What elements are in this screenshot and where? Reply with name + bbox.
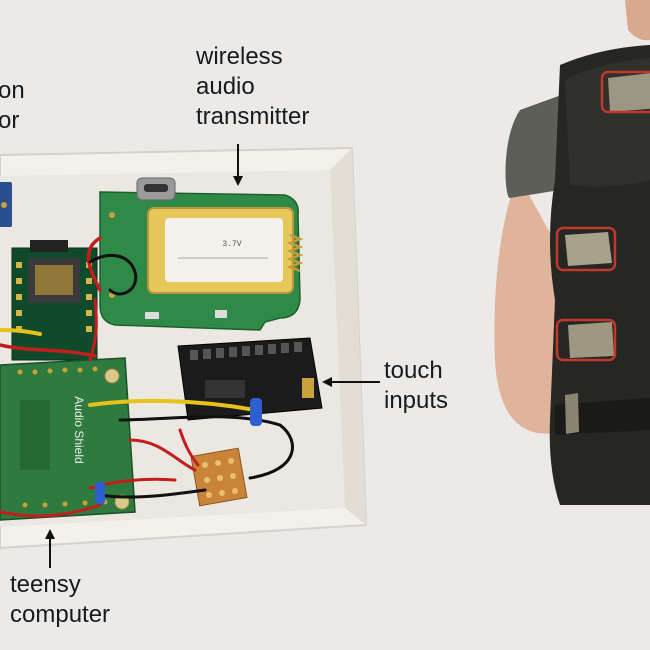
teensy-audio-shield: Audio Shield — [0, 357, 136, 521]
annotation-arrows — [45, 144, 380, 568]
label-sensor: on or — [0, 76, 25, 136]
label-touch-inputs: touch inputs — [384, 356, 448, 416]
label-sensor-line1: on — [0, 77, 25, 104]
sensor-module — [11, 240, 98, 361]
person-with-vest-photo — [494, 0, 650, 505]
label-wireless-line3: transmitter — [196, 103, 310, 130]
label-touch-line2: inputs — [384, 387, 449, 414]
battery-label-text: 3.7V — [222, 240, 241, 249]
touch-input-board — [177, 337, 323, 421]
highlight-box-mid — [555, 226, 617, 272]
label-teensy-line1: teensy — [10, 571, 81, 598]
wires — [0, 236, 294, 518]
label-touch-line1: touch — [384, 357, 443, 384]
wireless-transmitter-board: 3.7V — [99, 177, 304, 331]
partial-sensor-board — [0, 182, 12, 227]
label-teensy-line2: computer — [10, 601, 111, 628]
label-sensor-line2: or — [0, 107, 20, 134]
highlight-box-lower — [555, 318, 617, 362]
label-wireless-line1: wireless — [196, 43, 283, 70]
highlight-box-shoulder — [600, 70, 650, 114]
label-wireless-line2: audio — [196, 73, 255, 100]
small-perfboard — [190, 447, 248, 507]
label-wireless-audio-transmitter: wireless audio transmitter — [196, 42, 309, 132]
audio-shield-silkscreen: Audio Shield — [72, 396, 86, 463]
label-teensy-computer: teensy computer — [10, 570, 110, 630]
